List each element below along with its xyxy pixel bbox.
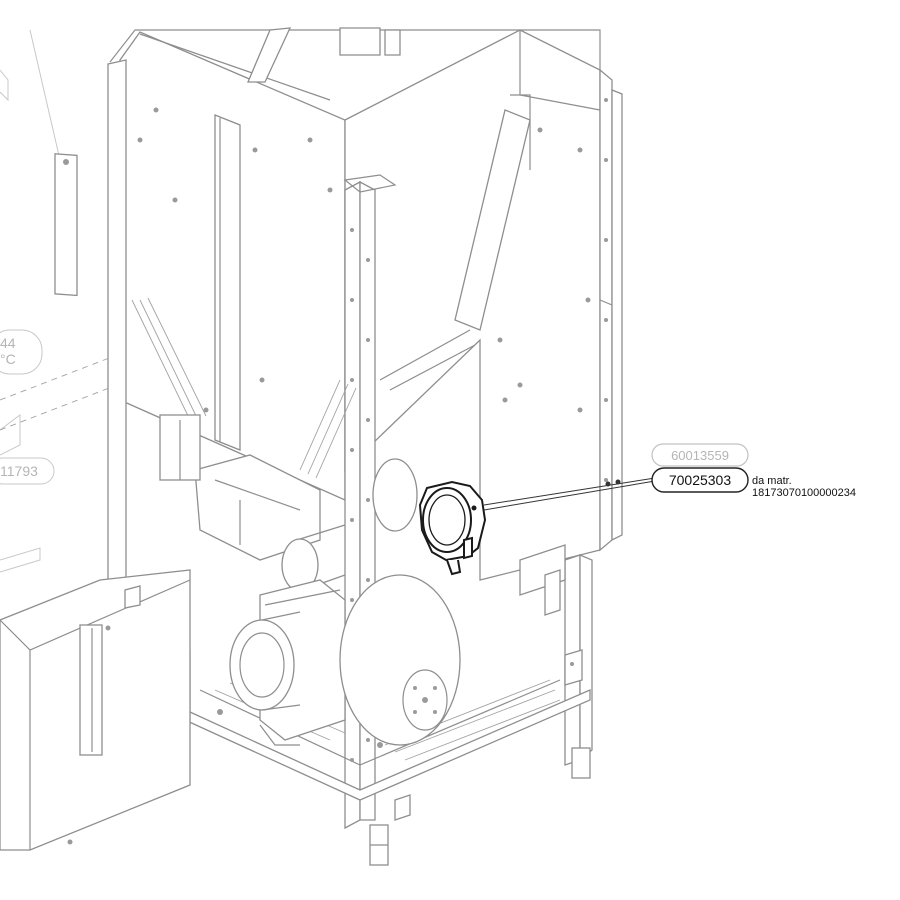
side-label-c: °C (0, 351, 16, 367)
side-label-11793: 11793 (0, 463, 38, 479)
serial-note-number: 18173070100000234 (752, 487, 856, 499)
callout-70025303-text: 70025303 (669, 472, 732, 488)
callout-60013559-text: 60013559 (671, 448, 729, 463)
combustion-fan (229, 574, 461, 746)
electronics-box (0, 569, 191, 851)
highlighted-part-70025303[interactable] (418, 480, 487, 576)
leader-lines (483, 477, 656, 511)
serial-note-label: da matr. (752, 475, 792, 487)
right-brackets (394, 544, 583, 821)
callout-70025303[interactable]: 70025303 (651, 467, 749, 493)
side-label-44: 44 (0, 335, 16, 351)
burner-assembly (159, 414, 418, 592)
callout-60013559[interactable]: 60013559 (651, 443, 749, 467)
left-ghost-parts (0, 29, 131, 573)
